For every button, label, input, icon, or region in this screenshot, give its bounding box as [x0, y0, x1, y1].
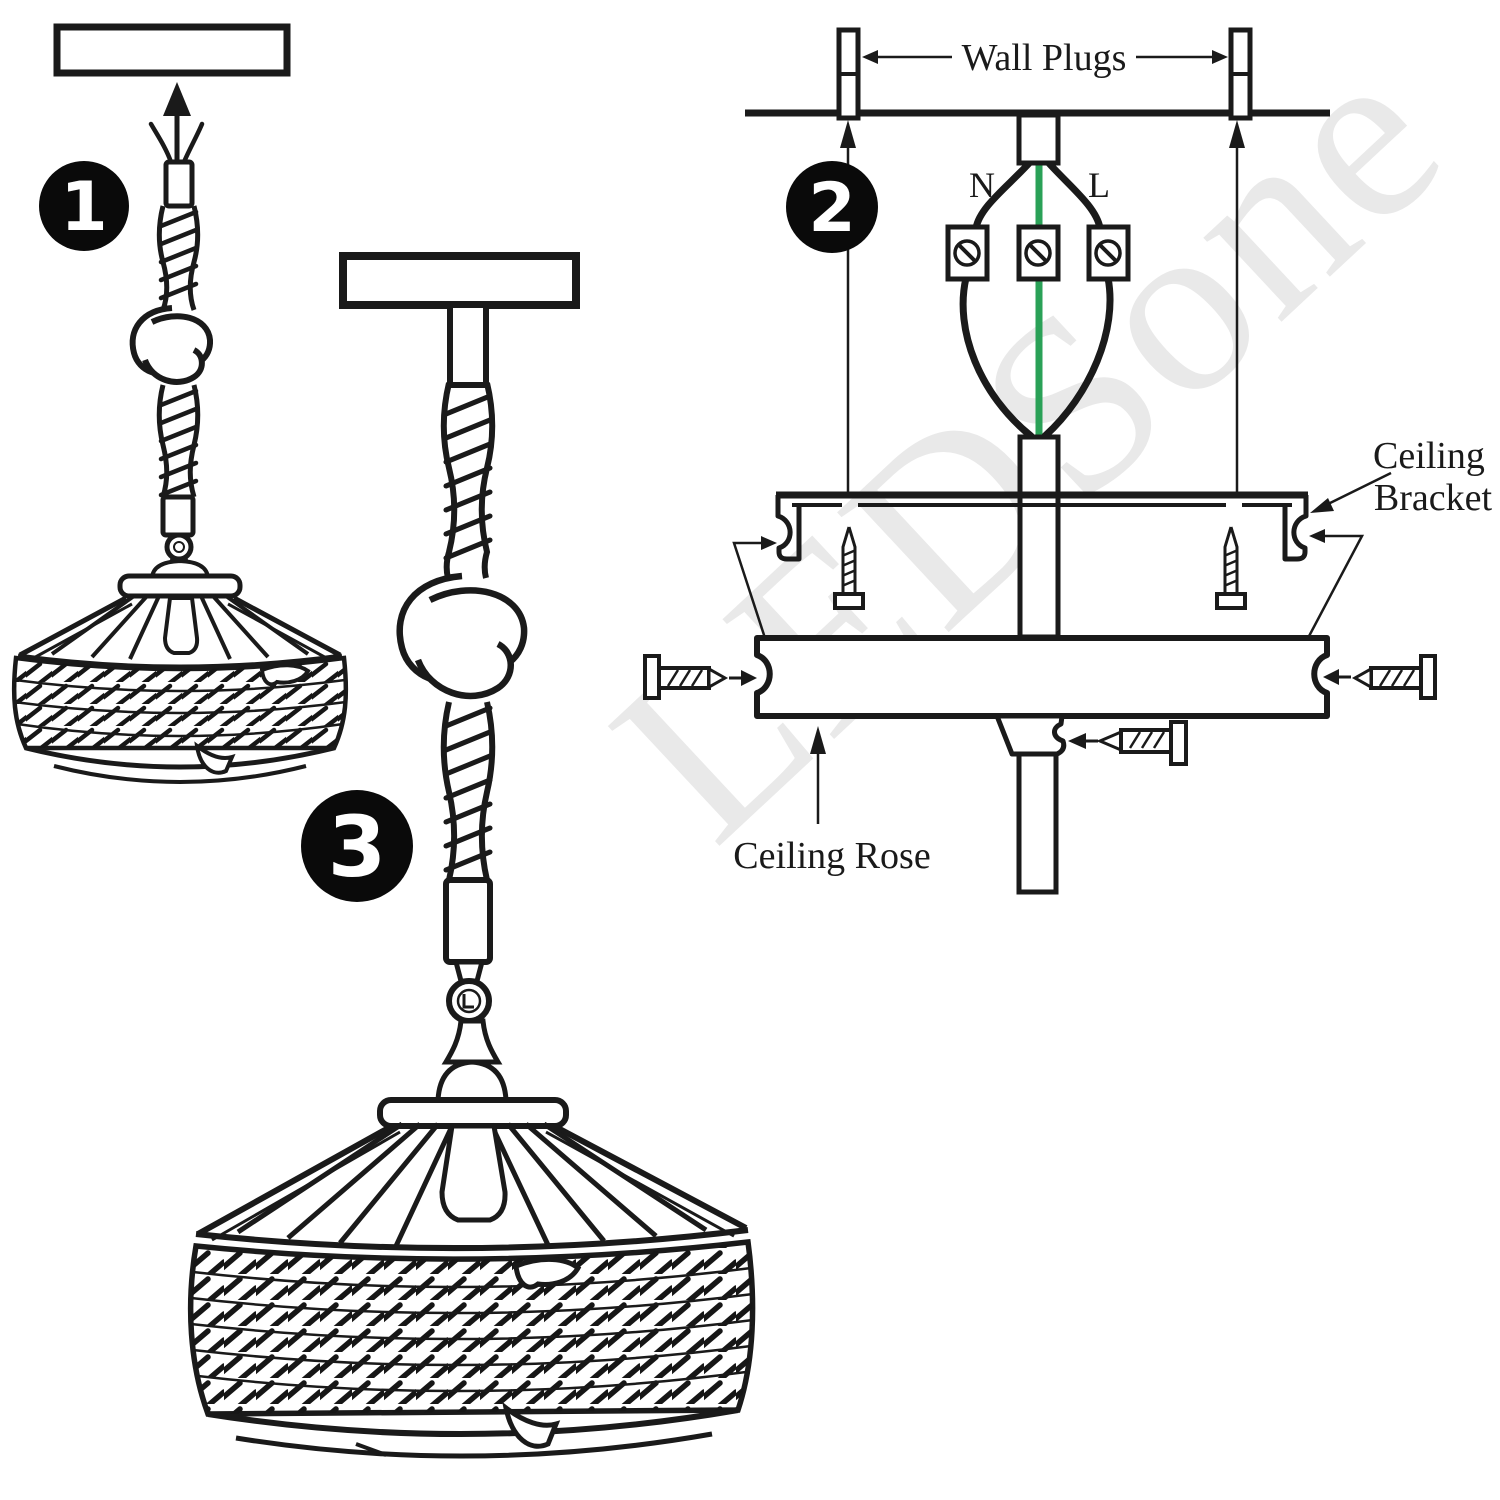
step-2-badge: 2 [786, 161, 878, 253]
step-1-badge: 1 [39, 161, 129, 251]
screw-icon [1094, 239, 1122, 267]
terminal-block [945, 224, 990, 282]
screw-icon [1096, 720, 1188, 766]
neutral-wire [148, 121, 174, 165]
neutral-wire [959, 274, 1035, 440]
rope-loose-end [513, 1256, 582, 1290]
shade-spokes [236, 1121, 708, 1248]
neutral-label: N [969, 165, 995, 205]
step-number: 3 [328, 798, 386, 896]
finial-stem [441, 1018, 503, 1065]
rope-loose-end [259, 663, 311, 687]
rope-ferrule [160, 494, 196, 538]
shade-top-ring [377, 1097, 569, 1129]
rope-section [440, 701, 496, 881]
ceiling-plate [339, 252, 580, 309]
rope-section [156, 384, 201, 498]
rope-ferrule [443, 877, 493, 965]
rope-knot [396, 572, 528, 700]
step-2-wiring-diagram: Wall Plugs N L [643, 27, 1493, 895]
bulb [439, 1123, 508, 1223]
ceiling-rose-label: Ceiling Rose [733, 835, 930, 877]
drum-bottom [25, 745, 335, 770]
hook-loop [446, 978, 492, 1024]
ceiling-rose-pointer [810, 726, 826, 824]
wall-plug [836, 27, 861, 121]
step-number: 1 [60, 168, 107, 247]
shade-cone-edges [196, 1123, 748, 1237]
pendant-cord [1016, 751, 1059, 895]
hook-loop [164, 532, 194, 562]
bracket-left-flange [775, 495, 802, 562]
label-arrow-left [862, 50, 952, 64]
cable-entry [1016, 112, 1061, 166]
rope-knot [129, 305, 213, 385]
live-wire [1042, 156, 1104, 232]
rope-rows [190, 1266, 754, 1393]
wall-plugs-label: Wall Plugs [962, 37, 1127, 79]
drum-bottom [207, 1407, 739, 1438]
rope-loose-end [502, 1401, 561, 1449]
shade-spokes [50, 594, 310, 660]
rope-rows [13, 678, 347, 738]
ceiling-bracket [775, 491, 1309, 610]
loop-split-mark [462, 994, 474, 1009]
cord-grip [994, 713, 1067, 757]
shade-cap [435, 1059, 509, 1103]
shade-rim [195, 1227, 749, 1252]
label-arrow-right [1136, 50, 1228, 64]
rope-ferrule [163, 159, 195, 209]
ceiling-bracket-label-line2: Bracket [1374, 477, 1493, 519]
rope-holder-tube [447, 302, 489, 388]
screw-arrow-down [1068, 733, 1098, 749]
screw-icon [643, 654, 729, 700]
terminal-block [1086, 224, 1131, 282]
live-wire [1041, 274, 1114, 440]
wall-plug [1228, 27, 1253, 121]
live-label: L [1088, 165, 1110, 205]
shade-cone-edges [18, 595, 342, 658]
rope-lamp-shade [11, 558, 349, 784]
step-number: 2 [808, 169, 855, 248]
step-1-illustration: 1 [11, 23, 349, 784]
screw-arrow-left [729, 670, 757, 686]
step-3-badge: 3 [301, 790, 413, 902]
fixing-arrow-right [1229, 120, 1245, 494]
screw-icon [1351, 654, 1437, 700]
stray-tick-mark [355, 1442, 387, 1457]
screw-icon [953, 239, 981, 267]
neutral-wire [972, 156, 1036, 232]
live-wire [181, 121, 205, 165]
rope-section [156, 205, 201, 311]
screw-arrow-right [1323, 669, 1351, 685]
ceiling-plate [53, 23, 291, 77]
rope-loose-end [194, 741, 236, 775]
shade-top-ring [117, 573, 243, 599]
ceiling-bracket-label-line1: Ceiling [1373, 435, 1485, 477]
rope-section [440, 382, 496, 579]
screw-icon [1215, 526, 1247, 610]
ceiling-bracket-pointer [1310, 471, 1392, 513]
notch-pointer-right [1287, 529, 1365, 675]
terminal-block [1016, 224, 1061, 282]
bulb [162, 596, 200, 655]
cable-down-tube [1017, 434, 1061, 640]
ceiling-rose [754, 635, 1330, 719]
rope-lamp-shade [187, 1059, 756, 1459]
screw-icon [833, 526, 865, 610]
screw-icon [1024, 239, 1052, 267]
step-3-illustration: 3 [187, 252, 756, 1459]
bracket-right-flange [1282, 495, 1309, 562]
